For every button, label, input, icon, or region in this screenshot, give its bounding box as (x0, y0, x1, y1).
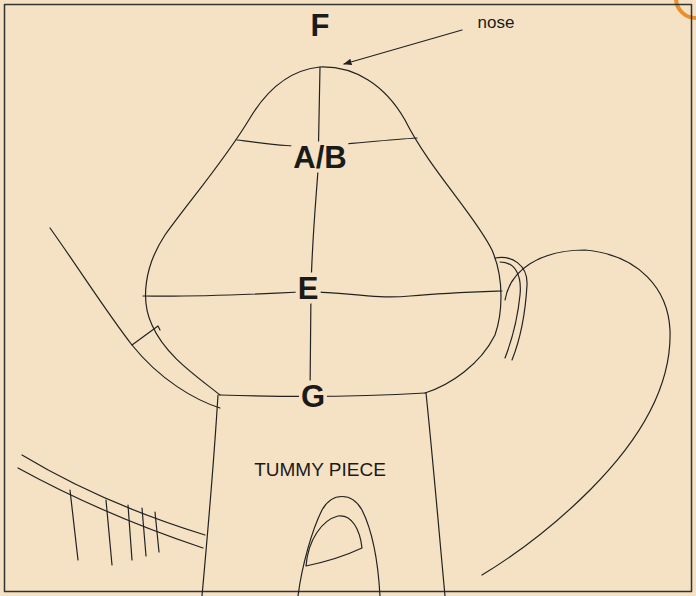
body-line (18, 468, 203, 548)
part-label: F (309, 10, 332, 41)
corner-mark (676, 0, 696, 18)
part-label: E (296, 273, 321, 304)
part-label: nose (476, 14, 517, 31)
part-label: A/B (291, 142, 348, 173)
frame (5, 5, 692, 592)
ear-fold (500, 262, 520, 358)
part-label: TUMMY PIECE (252, 460, 388, 479)
thumbnail (306, 516, 362, 566)
head-outline (146, 67, 501, 395)
centre-line (310, 67, 320, 395)
tummy-edge (426, 393, 445, 596)
leader-line (344, 30, 462, 64)
body-line (22, 455, 205, 535)
left-arm-fold (132, 326, 160, 345)
left-arm (50, 228, 220, 408)
part-label: G (299, 381, 327, 412)
ear-fold (495, 257, 527, 360)
fabric-creases (70, 490, 159, 565)
seam-line (143, 291, 502, 297)
ear-outline (482, 250, 670, 575)
thumb (298, 497, 380, 596)
tummy-edge (202, 395, 218, 596)
